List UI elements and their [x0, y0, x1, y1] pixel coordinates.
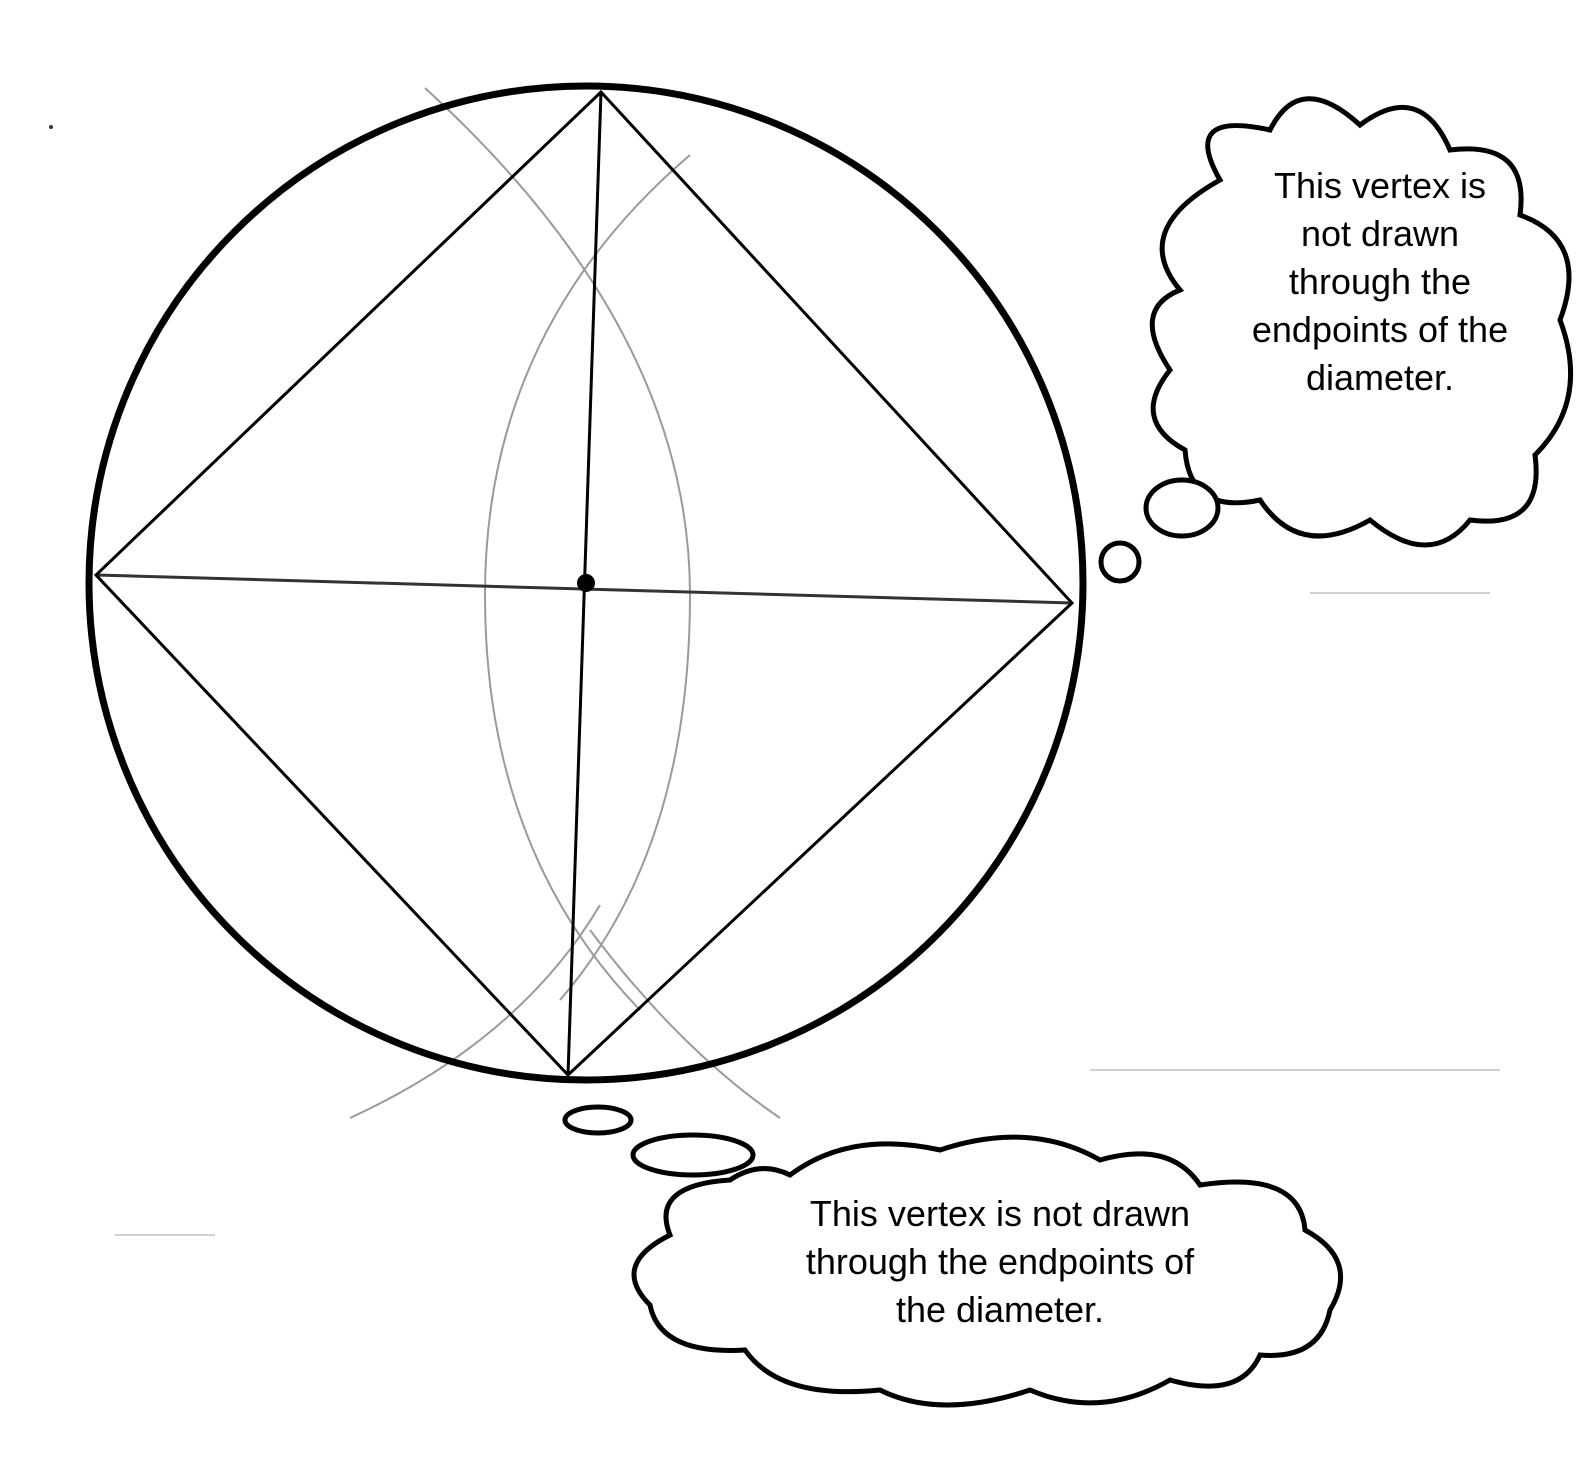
thought-bubble-large	[1143, 477, 1221, 539]
cloud-shape-bottom	[631, 1134, 1344, 1408]
construction-arc-bottom-right	[589, 929, 781, 1119]
callout-line: This vertex is	[1273, 165, 1487, 206]
callout-line: endpoints of the	[1251, 309, 1509, 350]
main-circle	[85, 82, 1087, 1084]
callout-line: This vertex is not drawn	[809, 1193, 1191, 1234]
thought-bubble-large	[630, 1132, 756, 1178]
stray-dot	[49, 125, 53, 129]
callout-line: diameter.	[1305, 357, 1455, 398]
callout-bottom-text: This vertex is not drawn through the end…	[730, 1190, 1270, 1334]
callout-line: not drawn	[1300, 213, 1460, 254]
thought-bubble-small	[1098, 540, 1142, 584]
inscribed-square	[93, 89, 1075, 1078]
callout-line: through the	[1288, 261, 1472, 302]
cloud-shape-right	[1149, 96, 1574, 548]
construction-arc-right	[424, 87, 692, 1001]
construction-arc-bottom-left	[349, 904, 601, 1119]
stray-marks	[115, 592, 1500, 1236]
construction-arc-left	[483, 154, 691, 1011]
center-point	[577, 574, 595, 592]
callout-right-text: This vertex is not drawn through the end…	[1195, 162, 1565, 402]
construction-arcs	[349, 87, 781, 1119]
thought-cloud-bottom	[562, 1104, 1344, 1408]
callout-line: the diameter.	[895, 1289, 1105, 1330]
callout-line: through the endpoints of	[805, 1241, 1195, 1282]
thought-bubble-small	[562, 1104, 634, 1136]
thought-cloud-right	[1098, 96, 1574, 584]
